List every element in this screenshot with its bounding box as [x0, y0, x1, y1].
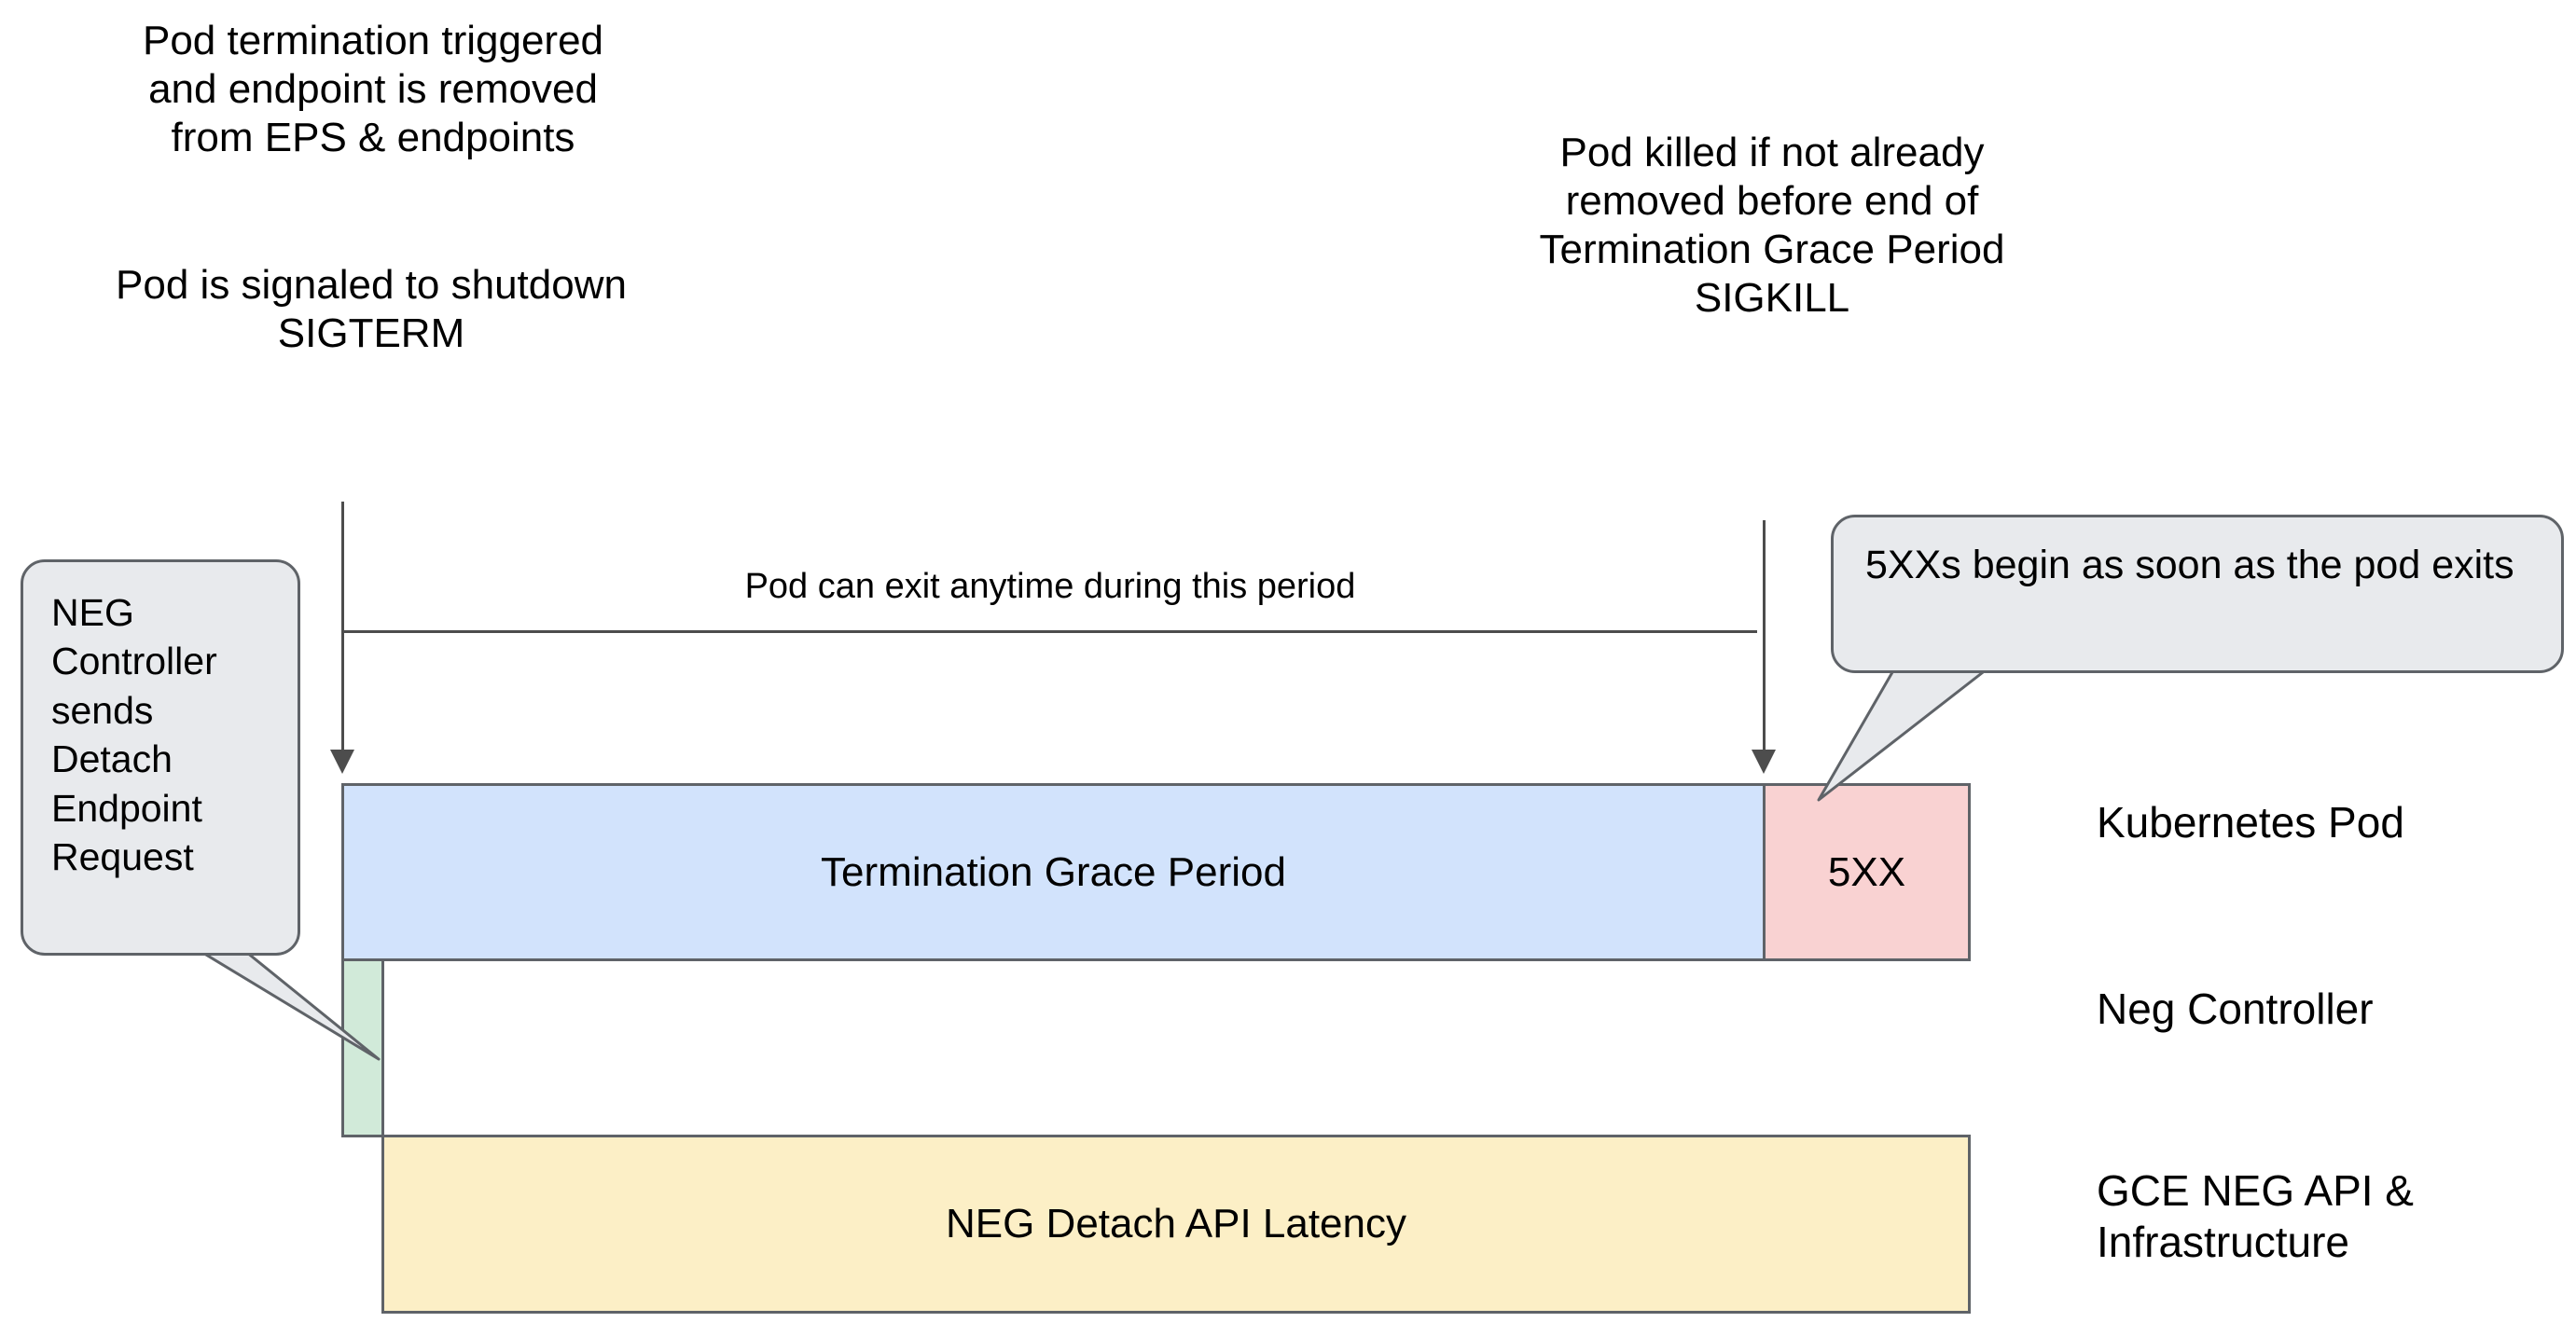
note-pod-termination-triggered: Pod termination triggered and endpoint i… [142, 18, 604, 160]
bar-neg-controller-detach[interactable] [341, 958, 384, 1137]
bar-neg-detach-api-latency[interactable]: NEG Detach API Latency [381, 1135, 1971, 1314]
timeline-end-arrow-head [1752, 750, 1776, 774]
pod-exit-span-line [343, 630, 1757, 633]
timeline-end-arrow-line [1763, 520, 1766, 751]
lane-label-gce-neg-api: GCE NEG API & Infrastructure [2097, 1166, 2414, 1267]
callout-5xx-begin[interactable]: 5XXs begin as soon as the pod exits [1831, 515, 2564, 673]
timeline-start-arrow-line [341, 502, 344, 751]
callout-neg-controller-detach-request[interactable]: NEG Controller sends Detach Endpoint Req… [21, 559, 300, 956]
bar-termination-grace-period[interactable]: Termination Grace Period [341, 783, 1766, 961]
lane-label-kubernetes-pod: Kubernetes Pod [2097, 798, 2404, 847]
lane-label-neg-controller: Neg Controller [2097, 985, 2374, 1033]
note-pod-killed-sigkill: Pod killed if not already removed before… [1539, 130, 2005, 321]
note-pod-signaled-sigterm: Pod is signaled to shutdown SIGTERM [116, 262, 627, 356]
timeline-start-arrow-head [330, 750, 354, 774]
pod-exit-span-label: Pod can exit anytime during this period [744, 567, 1356, 606]
bar-5xx[interactable]: 5XX [1763, 783, 1971, 961]
